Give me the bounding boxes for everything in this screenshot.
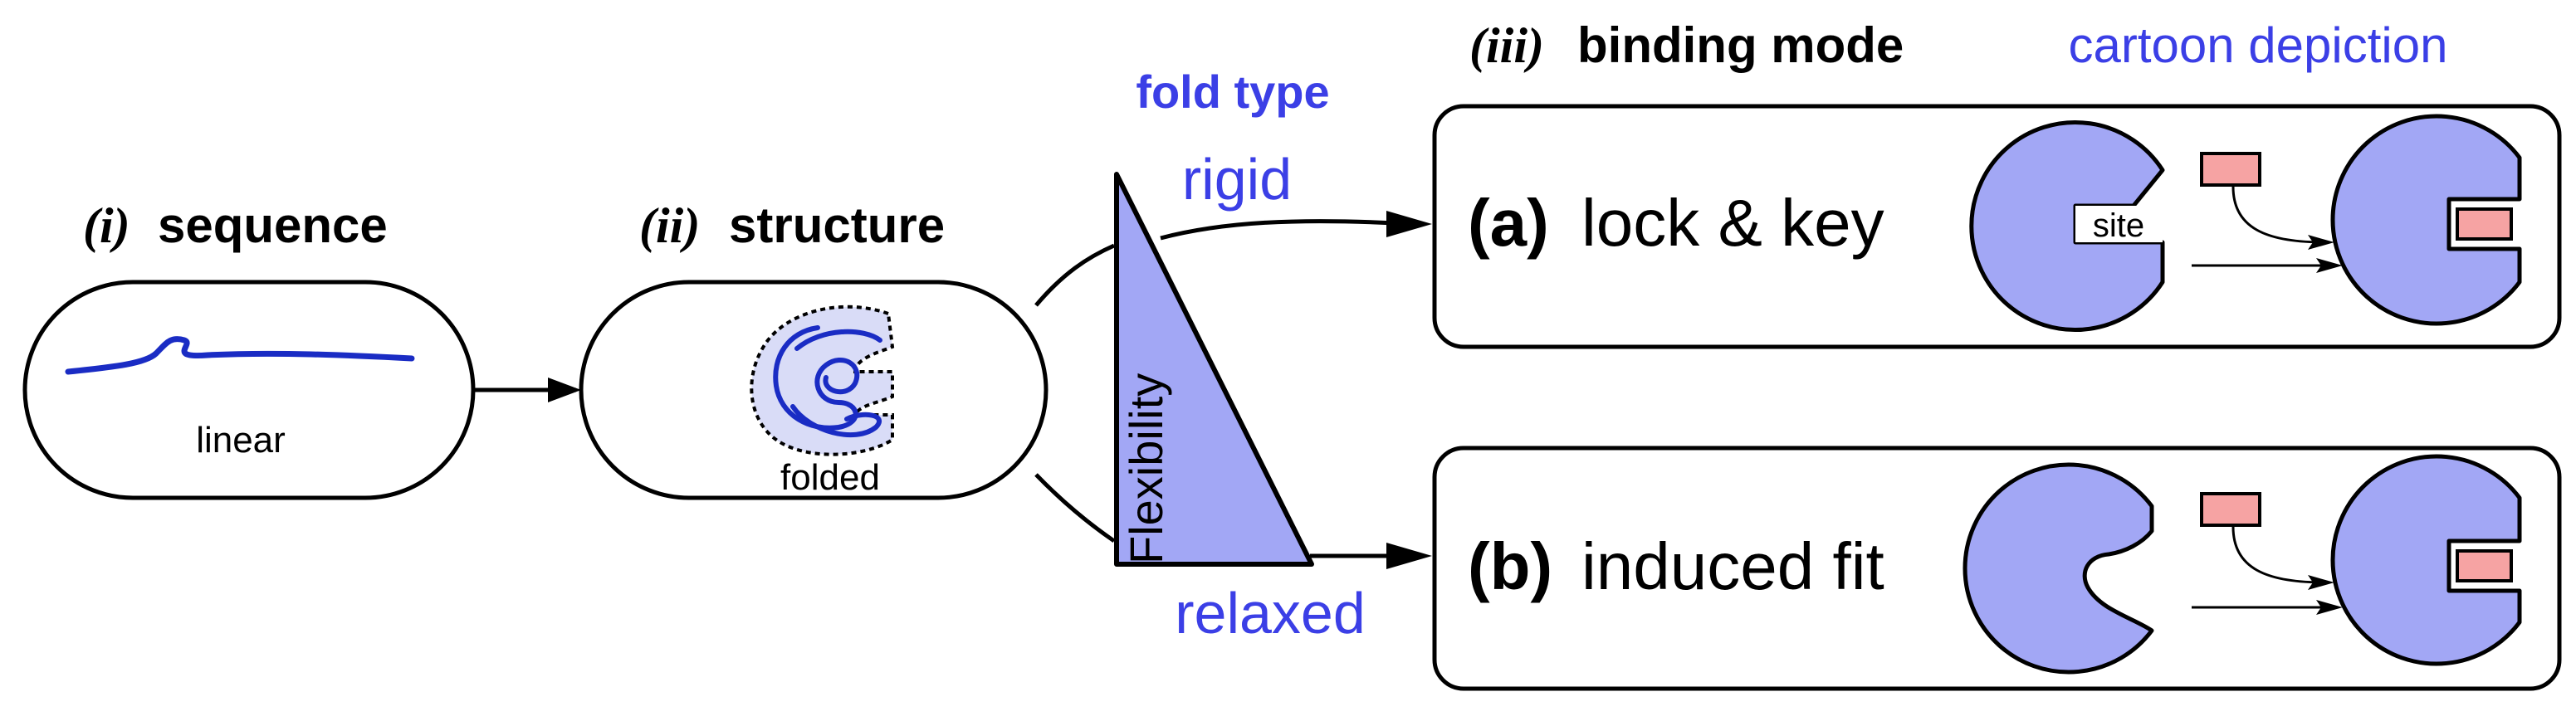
ligand-b-icon xyxy=(2200,492,2261,527)
structure-to-wedge-upper-line xyxy=(1034,243,1116,307)
sequence-caption: linear xyxy=(196,420,286,460)
structure-roman: (ii) xyxy=(639,198,700,253)
lock-bound-ligand-icon xyxy=(2456,207,2513,241)
folded-protein-icon xyxy=(750,305,895,456)
fold-type-relaxed: relaxed xyxy=(1175,581,1366,646)
ligand-b-arrowhead-icon xyxy=(2308,575,2334,590)
binding-a-arrowhead-icon xyxy=(2316,258,2343,273)
structure-to-wedge-lower-line xyxy=(1034,473,1116,543)
structure-caption: folded xyxy=(780,457,880,498)
mode-b-name: induced fit xyxy=(1581,529,1884,603)
binding-stage: (iii) binding mode cartoon depiction (a)… xyxy=(1432,17,2562,691)
structure-stage: (ii) structure folded xyxy=(579,197,1048,500)
relaxed-arrowhead-icon xyxy=(1386,543,1432,569)
mode-a-name: lock & key xyxy=(1581,186,1884,260)
ligand-b-path xyxy=(2231,526,2325,584)
flexibility-label: Flexibility xyxy=(1120,373,1172,564)
linear-chain-icon xyxy=(65,336,415,375)
lock-protein-icon xyxy=(1969,120,2165,332)
binding-title: binding mode xyxy=(1577,17,1904,73)
mode-b-panel: (b) induced fit xyxy=(1432,446,2562,691)
induced-protein-icon xyxy=(1963,462,2154,675)
structure-title: structure xyxy=(729,197,945,253)
sequence-roman: (i) xyxy=(83,198,130,253)
induced-bound-protein-icon xyxy=(2330,454,2522,666)
mode-a-panel: (a) lock & key site xyxy=(1432,104,2562,349)
binding-b-arrowhead-icon xyxy=(2316,600,2343,615)
lock-site-pocket xyxy=(2075,206,2163,242)
flexibility-wedge xyxy=(1114,172,1314,567)
sequence-title: sequence xyxy=(158,197,388,253)
mode-b-letter: (b) xyxy=(1468,529,1552,603)
site-label: site xyxy=(2093,207,2144,244)
fold-type-rigid: rigid xyxy=(1182,147,1292,212)
binding-roman: (iii) xyxy=(1469,18,1544,73)
ligand-a-path xyxy=(2231,186,2325,244)
rigid-arrowhead-icon xyxy=(1386,211,1432,237)
cartoon-header: cartoon depiction xyxy=(2069,17,2448,73)
lock-bound-protein-icon xyxy=(2330,114,2522,326)
induced-bound-ligand-icon xyxy=(2456,549,2513,582)
ligand-a-icon xyxy=(2200,152,2261,187)
fold-type-section: fold type rigid relaxed Flexibility xyxy=(1034,66,1432,646)
mode-a-letter: (a) xyxy=(1468,186,1549,260)
fold-type-title: fold type xyxy=(1136,66,1329,118)
rigid-arrow xyxy=(1160,219,1412,241)
sequence-stage: (i) sequence linear xyxy=(22,197,476,500)
sequence-box xyxy=(22,280,476,500)
sequence-arrowhead-icon xyxy=(548,378,581,402)
ligand-a-arrowhead-icon xyxy=(2308,235,2334,250)
